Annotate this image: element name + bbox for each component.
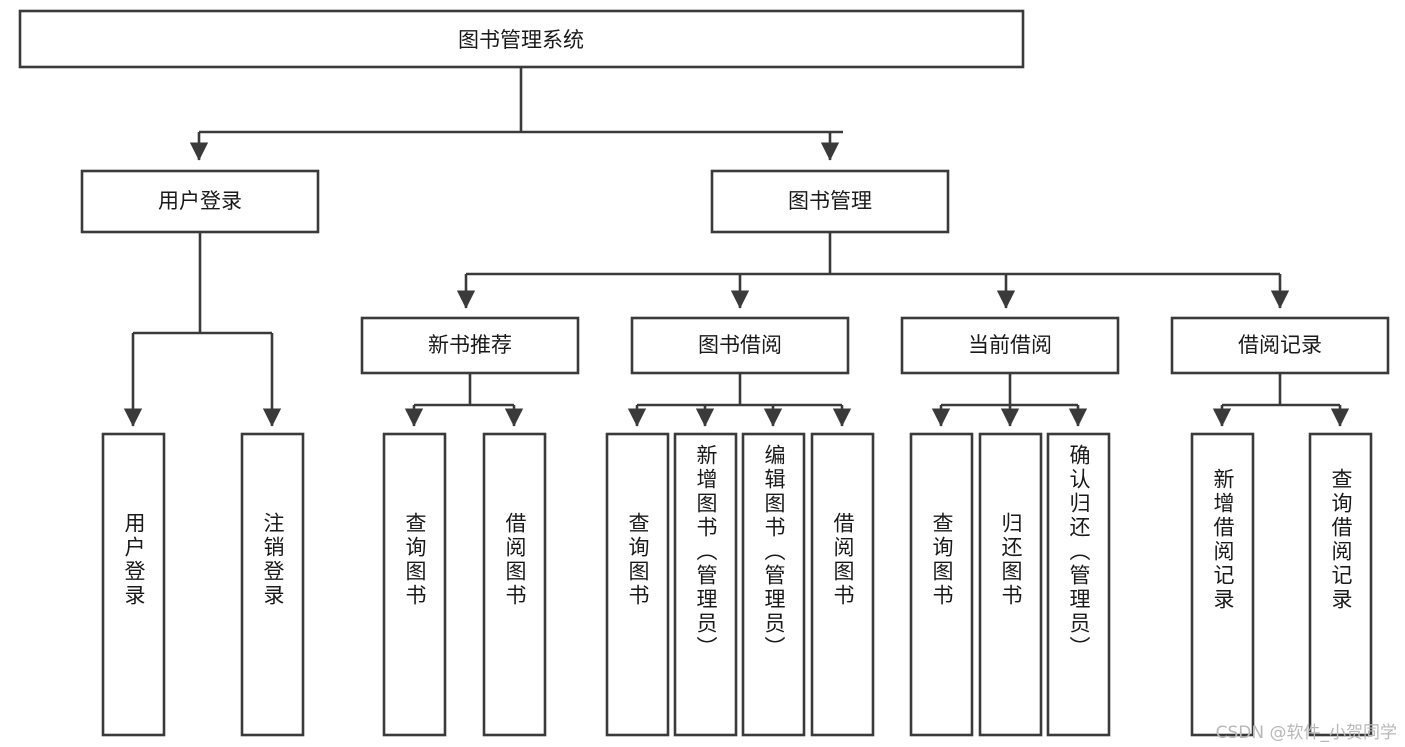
node-root-box bbox=[18, 9, 1025, 69]
connector-book-management-to-level3 bbox=[456, 232, 1290, 309]
leaf-box-logout[interactable] bbox=[240, 432, 305, 737]
connector-book-borrow-to-leaves bbox=[627, 373, 852, 427]
connector-root-to-level2 bbox=[189, 67, 843, 161]
connector-user-login-to-leaves bbox=[123, 232, 282, 427]
leaf-box-query-record[interactable] bbox=[1308, 432, 1373, 737]
node-current-borrow[interactable]: 当前借阅 bbox=[900, 316, 1120, 375]
node-user-login[interactable]: 用户登录 bbox=[80, 169, 320, 234]
node-book-management-label: 图书管理 bbox=[788, 189, 872, 213]
node-borrow-record-label: 借阅记录 bbox=[1238, 333, 1322, 357]
leaf-box-user-login[interactable] bbox=[101, 432, 166, 737]
connector-borrow-record-to-leaves bbox=[1212, 373, 1350, 427]
node-borrow-record[interactable]: 借阅记录 bbox=[1170, 316, 1390, 375]
leaf-box-add-book[interactable] bbox=[673, 432, 738, 737]
node-book-borrow-label: 图书借阅 bbox=[698, 333, 782, 357]
node-user-login-box bbox=[80, 169, 320, 234]
leaf-box-borrow-book-2[interactable] bbox=[810, 432, 875, 737]
node-root-label: 图书管理系统 bbox=[458, 28, 584, 52]
leaf-box-confirm-return[interactable] bbox=[1046, 432, 1111, 737]
node-book-borrow[interactable]: 图书借阅 bbox=[630, 316, 850, 375]
connector-new-book-recommend-to-leaves bbox=[404, 373, 524, 427]
leaf-box-borrow-book-1[interactable] bbox=[482, 432, 547, 737]
node-root[interactable]: 图书管理系统 bbox=[18, 9, 1025, 69]
node-book-management[interactable]: 图书管理 bbox=[710, 169, 950, 234]
node-current-borrow-box bbox=[900, 316, 1120, 375]
leaf-box-return-book[interactable] bbox=[978, 432, 1043, 737]
node-user-login-label: 用户登录 bbox=[158, 189, 242, 213]
leaf-box-edit-book[interactable] bbox=[741, 432, 806, 737]
leaf-box-query-book-2[interactable] bbox=[605, 432, 670, 737]
node-current-borrow-label: 当前借阅 bbox=[968, 333, 1052, 357]
leaf-box-query-book-1[interactable] bbox=[382, 432, 447, 737]
leaf-box-add-record[interactable] bbox=[1190, 432, 1255, 737]
node-new-book-recommend-label: 新书推荐 bbox=[428, 333, 512, 357]
node-new-book-recommend-box bbox=[360, 316, 580, 375]
leaf-box-query-book-3[interactable] bbox=[909, 432, 974, 737]
connector-current-borrow-to-leaves bbox=[931, 373, 1088, 427]
node-new-book-recommend[interactable]: 新书推荐 bbox=[360, 316, 580, 375]
